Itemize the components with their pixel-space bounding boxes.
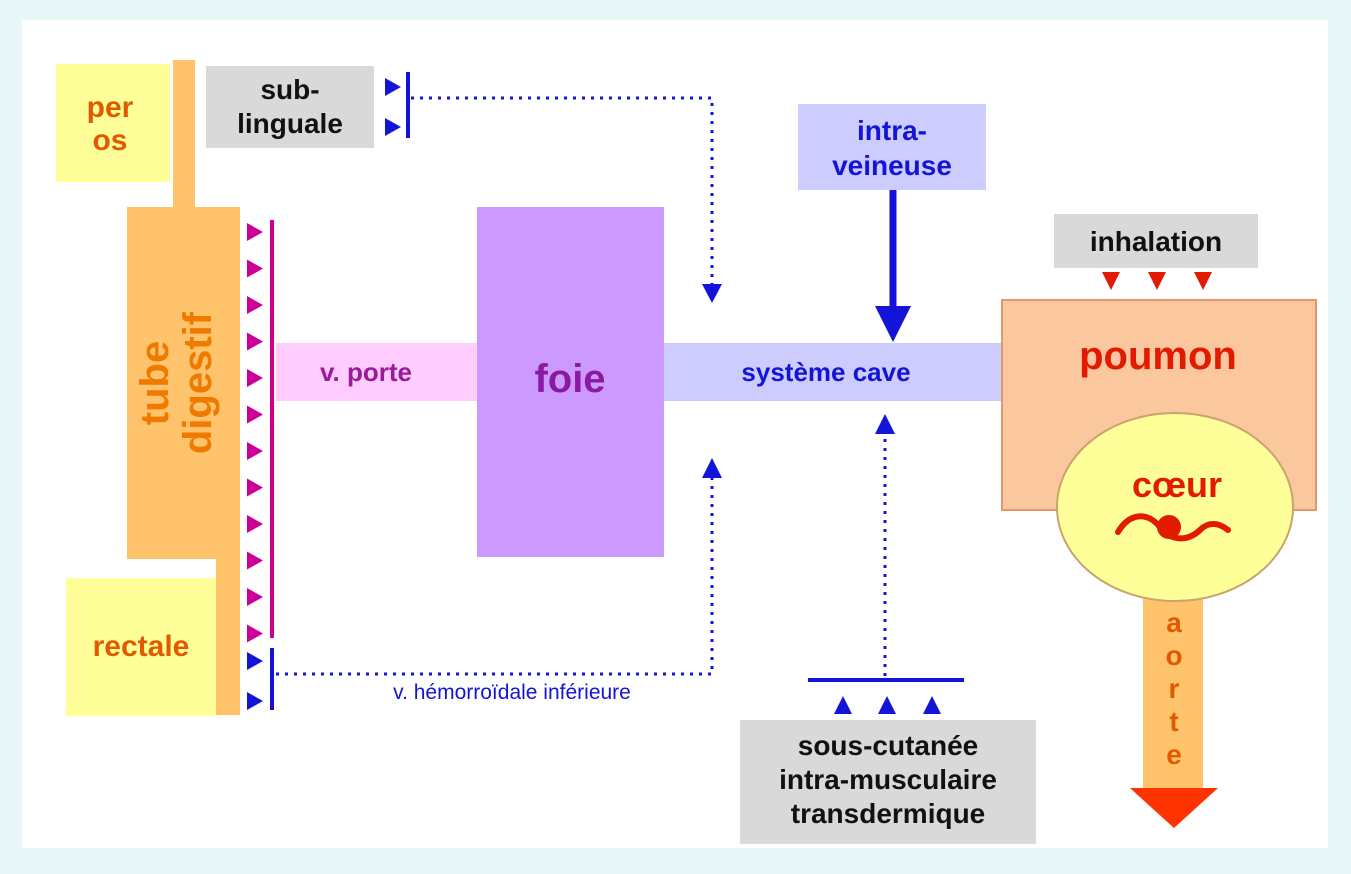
inhalation-arrow-icon <box>1194 272 1212 290</box>
hemorroidale-path <box>276 470 714 676</box>
heart-center-icon <box>1157 515 1181 539</box>
heart-wave-icon <box>1115 513 1231 542</box>
systeme-cave-vessel <box>664 343 1006 401</box>
foie-box <box>477 207 664 557</box>
intestinal-arrow-icon <box>247 369 263 387</box>
intestinal-arrow-icon <box>247 478 263 497</box>
per-os-box <box>56 64 170 182</box>
inhalation-label: inhalation <box>1090 226 1222 257</box>
parenteral-label-3: transdermique <box>791 798 986 829</box>
v-porte-vessel <box>276 343 478 401</box>
hemorroidale-label: v. hémorroïdale inférieure <box>393 681 631 704</box>
poumon-label: poumon <box>1079 334 1237 378</box>
intraveineuse-arrow-icon <box>875 306 911 342</box>
per-os-label-1: per <box>87 91 134 124</box>
sublinguale-box <box>206 66 374 148</box>
aorte-letter: t <box>1169 706 1178 737</box>
coeur-circle <box>1056 412 1294 602</box>
hemorroidale-arrow-icon <box>702 458 722 478</box>
parenteral-label-1: sous-cutanée <box>798 730 979 761</box>
intraveineuse-label-1: intra- <box>857 115 927 146</box>
intestinal-arrow-icon <box>247 296 263 314</box>
aorte-letter: a <box>1166 607 1182 638</box>
parenteral-arrow-icon <box>923 696 941 714</box>
intestinal-arrow-icon <box>247 442 263 460</box>
intestinal-arrow-icon <box>247 223 263 241</box>
intraveineuse-box <box>798 104 986 190</box>
sublinguale-cave-arrow-icon <box>702 284 722 303</box>
sublinguale-to-cave-path <box>411 96 714 300</box>
parenteral-box <box>740 720 1036 844</box>
foie-label: foie <box>534 357 605 401</box>
intestinal-arrow-icon <box>247 588 263 606</box>
aorte-letter: r <box>1169 673 1180 704</box>
intestinal-absorption-arrows <box>247 223 263 643</box>
coeur-label: cœur <box>1132 464 1222 505</box>
intestinal-arrow-icon <box>247 259 263 278</box>
rectale-box <box>66 578 216 716</box>
inhalation-arrow-icon <box>1102 272 1120 290</box>
per-os-label-2: os <box>92 124 127 157</box>
sublinguale-label-1: sub- <box>260 74 319 105</box>
parenteral-cave-arrow-icon <box>875 414 895 434</box>
aorte-letter: e <box>1166 739 1182 770</box>
tube-digestif-box <box>127 207 240 559</box>
intestinal-arrow-icon <box>247 624 263 643</box>
rectal-arrow-icon <box>247 692 263 710</box>
rectal-arrow-icon <box>247 652 263 670</box>
rectum-tube <box>216 555 240 715</box>
intraveineuse-label-2: veineuse <box>832 150 952 181</box>
aorte-letter: o <box>1165 640 1182 671</box>
systeme-cave-label: système cave <box>741 357 910 387</box>
parenteral-arrow-icon <box>834 696 852 714</box>
v-porte-label: v. porte <box>320 357 412 387</box>
intestinal-arrow-icon <box>247 551 263 570</box>
inhalation-arrow-icon <box>1148 272 1166 290</box>
tube-digestif-label-1: tube <box>133 341 177 425</box>
tube-digestif-label-2: digestif <box>176 311 220 454</box>
parenteral-arrow-icon <box>878 696 896 714</box>
sublinguale-arrow-icon <box>385 78 401 96</box>
esophagus-tube <box>173 60 195 210</box>
intestinal-arrow-icon <box>247 515 263 533</box>
rectale-label: rectale <box>93 630 190 663</box>
intestinal-arrow-icon <box>247 405 263 424</box>
sublinguale-arrow-icon <box>385 118 401 136</box>
sublinguale-label-2: linguale <box>237 108 343 139</box>
inhalation-box <box>1054 214 1258 268</box>
intestinal-arrow-icon <box>247 332 263 351</box>
aorte-arrow-icon <box>1130 788 1218 828</box>
parenteral-label-2: intra-musculaire <box>779 764 997 795</box>
